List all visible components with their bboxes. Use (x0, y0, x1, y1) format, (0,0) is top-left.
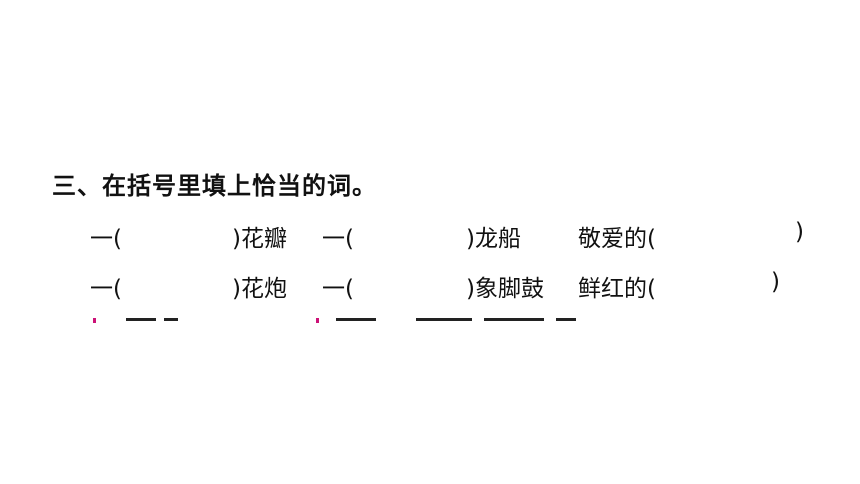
cut-fragment (126, 318, 156, 321)
blank-1-3-prefix: 敬爱的( (578, 226, 656, 252)
blank-1-2-prefix: 一( (322, 226, 354, 252)
cut-fragment (484, 318, 544, 321)
cut-mark-right (316, 318, 319, 323)
cut-mark-left (93, 318, 96, 323)
cut-fragment (556, 318, 576, 321)
blank-2-3-suffix: ) (771, 269, 780, 295)
blank-2-2-prefix: 一( (322, 276, 354, 302)
blank-2-2-suffix: )象脚鼓 (466, 276, 544, 302)
blank-2-1-prefix: 一( (90, 276, 122, 302)
cut-fragment (416, 318, 472, 321)
blank-2-3-prefix: 鲜红的( (578, 276, 656, 302)
cut-fragment (164, 318, 178, 321)
cut-fragment (336, 318, 376, 321)
blank-1-3-suffix: ) (795, 219, 804, 245)
blank-1-1-suffix: )花瓣 (232, 226, 287, 252)
blank-2-1-suffix: )花炮 (232, 276, 287, 302)
blank-1-1-prefix: 一( (90, 226, 122, 252)
exercise-heading: 三、在括号里填上恰当的词。 (52, 172, 377, 200)
blank-1-2-suffix: )龙船 (466, 226, 521, 252)
